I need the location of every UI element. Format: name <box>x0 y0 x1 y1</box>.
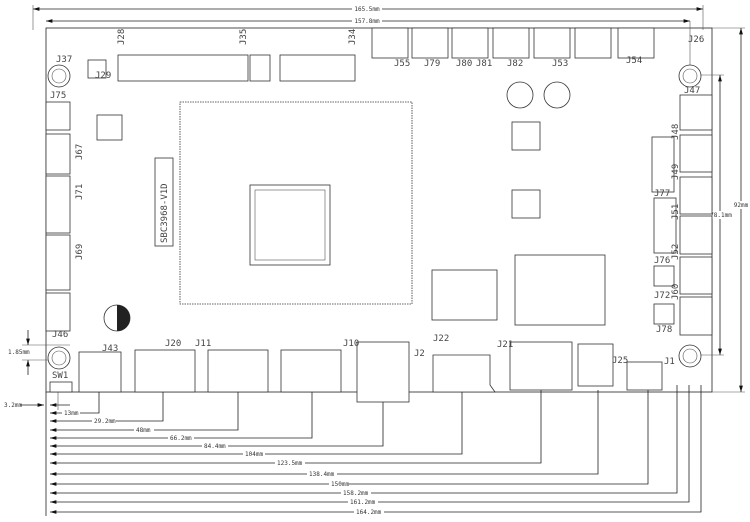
dim-label: 138.4mm <box>309 471 335 478</box>
label-j75: J75 <box>50 91 66 101</box>
label-j46: J46 <box>52 330 68 340</box>
dim-label: 78.1mm <box>710 212 732 219</box>
mounting-hole <box>678 64 702 88</box>
label-j82: J82 <box>507 59 523 69</box>
label-j60: J60 <box>671 284 681 300</box>
label-j21: J21 <box>497 340 513 350</box>
label-j69: J69 <box>75 244 85 260</box>
mounting-hole <box>47 346 71 370</box>
label-j48: J48 <box>671 124 681 140</box>
label-j11: J11 <box>195 339 211 349</box>
dim-label: 1.85mm <box>8 349 30 356</box>
label-j51: J51 <box>671 204 681 220</box>
left-connectors <box>45 101 71 332</box>
dim-overall-height: 92mm <box>712 27 750 393</box>
capacitor <box>506 81 534 109</box>
sodimm-slot <box>431 269 498 321</box>
dim-label: 84.4mm <box>204 443 226 450</box>
label-sw1: SW1 <box>52 371 68 381</box>
dim-label: 150mm <box>331 481 349 488</box>
dim-label: 104mm <box>245 451 263 458</box>
mounting-hole <box>678 344 702 368</box>
board-name: SBC3968-V1D <box>160 183 170 243</box>
top-headers <box>87 27 655 82</box>
label-j53: J53 <box>552 59 568 69</box>
right-connectors <box>651 94 713 336</box>
dim-label: 158.2mm <box>343 490 369 497</box>
silkscreen-label-box <box>154 157 174 247</box>
label-j37: J37 <box>56 55 72 65</box>
label-j35: J35 <box>239 29 249 45</box>
label-j79: J79 <box>424 59 440 69</box>
cpu-chip-inner <box>254 189 326 261</box>
label-j20: J20 <box>165 339 181 349</box>
ic-chip <box>96 114 123 141</box>
m2-slot <box>514 254 606 326</box>
bottom-connectors <box>49 341 663 403</box>
label-j28: J28 <box>117 29 127 45</box>
dim-label: 66.2mm <box>170 435 192 442</box>
label-j34: J34 <box>348 29 358 45</box>
mounting-hole <box>47 64 71 88</box>
dim-label: 48mm <box>136 427 151 434</box>
label-j29: J29 <box>95 71 111 81</box>
label-j52: J52 <box>671 244 681 260</box>
capacitor <box>543 81 571 109</box>
cpu-chip <box>249 184 331 266</box>
label-j55: J55 <box>394 59 410 69</box>
label-j81: J81 <box>476 59 492 69</box>
label-j72: J72 <box>654 291 670 301</box>
label-j10: J10 <box>343 339 359 349</box>
label-j1: J1 <box>664 357 675 367</box>
label-j26: J26 <box>688 35 704 45</box>
dim-hole-offset-y: 1.85mm <box>8 330 70 375</box>
label-j76: J76 <box>654 256 670 266</box>
label-j77: J77 <box>654 189 670 199</box>
label-j2: J2 <box>414 349 425 359</box>
dim-overall-width: 165.5mm <box>32 5 704 30</box>
dim-label: 165.5mm <box>354 6 380 13</box>
dim-label: 92mm <box>734 202 749 209</box>
dim-label: 13mm <box>64 410 79 417</box>
ic-chip <box>511 189 541 219</box>
dim-bottom-set: 13mm 29.2mm 48mm 66.2mm 84.4mm 104mm 123… <box>50 355 702 516</box>
label-j25: J25 <box>612 356 628 366</box>
dim-label: 157.8mm <box>354 18 380 25</box>
label-j54: J54 <box>626 56 642 66</box>
label-j71: J71 <box>75 184 85 200</box>
dim-label: 161.2mm <box>350 499 376 506</box>
electrolytic-capacitor <box>103 304 131 332</box>
label-j80: J80 <box>456 59 472 69</box>
label-j22: J22 <box>433 334 449 344</box>
ic-chip <box>511 121 541 151</box>
dim-label: 164.2mm <box>356 509 382 516</box>
dim-edge-offset-x: 3.2mm <box>4 390 70 410</box>
label-j43: J43 <box>102 344 118 354</box>
dim-label: 29.2mm <box>94 418 116 425</box>
dim-label: 123.5mm <box>277 460 303 467</box>
dim-label: 3.2mm <box>4 402 22 409</box>
label-j49: J49 <box>671 164 681 180</box>
label-j67: J67 <box>75 144 85 160</box>
label-j78: J78 <box>656 325 672 335</box>
label-j47: J47 <box>684 86 700 96</box>
